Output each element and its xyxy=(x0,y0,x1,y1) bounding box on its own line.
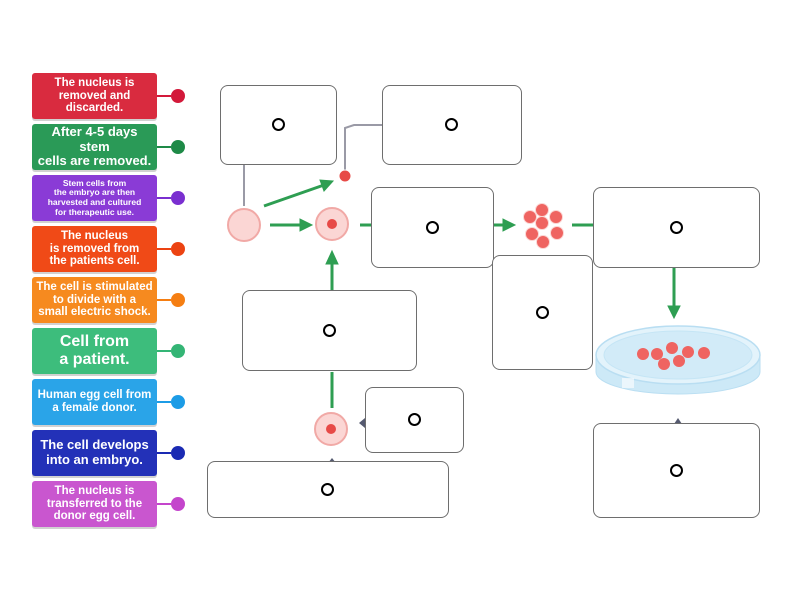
connector-line xyxy=(344,124,382,170)
drop-zone[interactable] xyxy=(492,255,593,370)
patient-cell xyxy=(227,208,261,242)
pin-icon[interactable] xyxy=(171,191,185,205)
label-cell-from-patient[interactable]: Cell from a patient. xyxy=(32,328,185,374)
pin-line xyxy=(157,452,171,454)
drop-target-icon xyxy=(407,413,421,426)
label-nucleus-transferred[interactable]: The nucleus is transferred to the donor … xyxy=(32,481,185,527)
label-text: Human egg cell from a female donor. xyxy=(37,389,152,414)
arrowhead xyxy=(502,218,517,232)
label-electric-shock[interactable]: The cell is stimulated to divide with a … xyxy=(32,277,185,323)
pin-icon[interactable] xyxy=(171,395,185,409)
label-text: After 4-5 days stem cells are removed. xyxy=(37,124,152,169)
pin-icon[interactable] xyxy=(171,293,185,307)
label-stem-cells-harvested[interactable]: Stem cells from the embryo are then harv… xyxy=(32,175,185,221)
label-text: Cell from a patient. xyxy=(59,333,130,368)
pin-line xyxy=(157,503,171,505)
pin-line xyxy=(157,197,171,199)
pin-icon[interactable] xyxy=(171,497,185,511)
drop-zone[interactable] xyxy=(365,387,464,453)
label-text: The nucleus is removed and discarded. xyxy=(54,76,135,115)
pin-line xyxy=(157,248,171,250)
label-text: The nucleus is removed from the patients… xyxy=(49,229,140,268)
pin-icon[interactable] xyxy=(171,89,185,103)
drop-zone[interactable] xyxy=(207,461,449,518)
arrow xyxy=(263,183,325,208)
drop-zone[interactable] xyxy=(593,187,760,268)
drop-target-icon xyxy=(669,463,683,477)
pointer-triangle xyxy=(674,418,682,424)
label-human-egg-cell[interactable]: Human egg cell from a female donor. xyxy=(32,379,185,425)
drop-target-icon xyxy=(669,220,683,234)
label-text: The nucleus is transferred to the donor … xyxy=(46,484,143,523)
pin-icon[interactable] xyxy=(171,344,185,358)
pin-icon[interactable] xyxy=(171,140,185,154)
pin-line xyxy=(157,299,171,301)
drop-target-icon xyxy=(321,482,334,496)
petri-dish xyxy=(595,325,761,395)
label-nucleus-removed-discarded[interactable]: The nucleus is removed and discarded. xyxy=(32,73,185,119)
label-develops-into-embryo[interactable]: The cell develops into an embryo. xyxy=(32,430,185,476)
drop-target-icon xyxy=(271,118,285,131)
label-stem-cells-removed[interactable]: After 4-5 days stem cells are removed. xyxy=(32,124,185,170)
label-text: Stem cells from the embryo are then harv… xyxy=(47,177,142,217)
drop-zone[interactable] xyxy=(242,290,417,371)
pin-line xyxy=(157,401,171,403)
drop-zone[interactable] xyxy=(382,85,522,165)
arrowhead xyxy=(319,179,335,192)
pin-line xyxy=(157,95,171,97)
label-text: The cell is stimulated to divide with a … xyxy=(36,280,153,319)
drop-zone[interactable] xyxy=(220,85,337,165)
pin-icon[interactable] xyxy=(171,242,185,256)
drop-target-icon xyxy=(425,220,439,234)
nucleus xyxy=(326,424,336,434)
label-nucleus-removed-patient[interactable]: The nucleus is removed from the patients… xyxy=(32,226,185,272)
arrowhead xyxy=(667,305,681,320)
drop-target-icon xyxy=(322,323,336,337)
pin-icon[interactable] xyxy=(171,446,185,460)
pin-line xyxy=(157,146,171,148)
drop-target-icon xyxy=(445,118,458,131)
pointer-triangle xyxy=(359,418,365,428)
arrowhead xyxy=(325,249,339,265)
label-text: The cell develops into an embryo. xyxy=(40,437,149,467)
arrowhead xyxy=(299,218,314,232)
drop-zone[interactable] xyxy=(593,423,760,518)
drop-target-icon xyxy=(535,305,549,319)
pin-line xyxy=(157,350,171,352)
embryo-cluster xyxy=(523,203,564,249)
drop-zone[interactable] xyxy=(371,187,494,268)
cultured-cells xyxy=(637,342,710,370)
removed-nucleus xyxy=(338,169,352,183)
nucleus xyxy=(327,219,337,229)
